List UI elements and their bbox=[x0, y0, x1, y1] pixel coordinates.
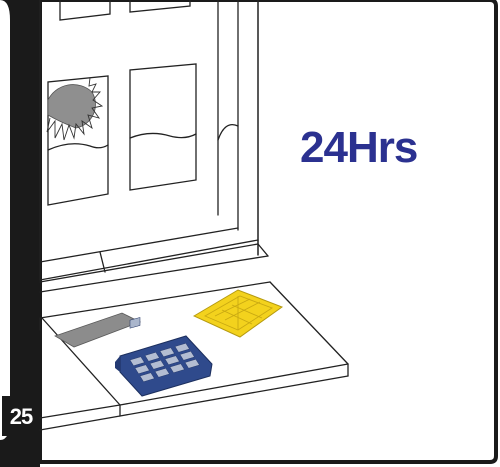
duration-label: 24Hrs bbox=[300, 118, 450, 178]
page-number: 25 bbox=[3, 400, 39, 434]
